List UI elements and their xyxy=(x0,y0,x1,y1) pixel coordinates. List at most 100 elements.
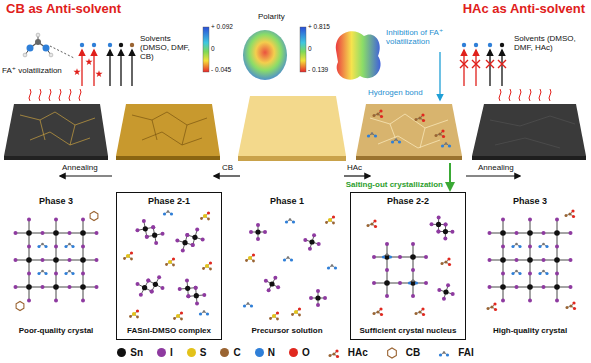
annealing-arrow xyxy=(466,175,520,176)
atom xyxy=(303,238,307,242)
atom xyxy=(398,255,402,259)
atom xyxy=(269,281,274,286)
hydrogen-link xyxy=(50,46,74,58)
atom xyxy=(415,281,418,284)
heat-wave xyxy=(549,89,551,101)
atom xyxy=(252,253,255,256)
legend-swatch xyxy=(289,348,298,357)
atom xyxy=(81,272,85,276)
atom xyxy=(500,43,504,47)
atom xyxy=(26,257,32,263)
atom xyxy=(136,316,139,319)
color-bar xyxy=(300,27,306,72)
atom xyxy=(256,223,260,227)
atom xyxy=(438,132,441,135)
atom xyxy=(185,233,189,237)
atom xyxy=(441,262,444,265)
atom xyxy=(191,243,195,247)
atom xyxy=(43,45,50,52)
block-cross xyxy=(472,60,480,68)
legend-text: CB xyxy=(406,347,420,358)
atom xyxy=(515,285,519,289)
atom xyxy=(27,218,31,222)
phase-panel: Phase 3Poor-quality crystal xyxy=(4,192,108,340)
atom xyxy=(430,222,434,226)
atom xyxy=(80,230,86,236)
legend-item: I xyxy=(157,347,173,358)
heat-wave xyxy=(59,89,61,101)
atom xyxy=(488,258,492,262)
heat-wave xyxy=(499,89,501,101)
atom xyxy=(269,317,272,320)
atom xyxy=(554,284,560,290)
atom xyxy=(448,263,451,266)
atom xyxy=(290,258,293,261)
atom xyxy=(334,266,337,269)
atom xyxy=(172,264,175,267)
atom xyxy=(170,212,173,215)
atom xyxy=(263,230,267,234)
atom xyxy=(500,230,506,236)
atom xyxy=(80,284,86,290)
step-label: CB xyxy=(222,163,233,172)
films xyxy=(4,96,586,161)
legend-item: CB xyxy=(382,346,420,360)
atom xyxy=(545,245,548,248)
crack xyxy=(20,112,95,145)
atom xyxy=(203,310,206,313)
atom xyxy=(175,238,179,242)
atom xyxy=(441,144,444,147)
atom xyxy=(157,275,161,279)
atom xyxy=(439,353,442,356)
atom xyxy=(309,239,314,244)
label-text: CB xyxy=(222,163,233,172)
atom xyxy=(500,284,506,290)
atom xyxy=(199,312,202,315)
legend-swatch xyxy=(117,348,126,357)
atom xyxy=(373,312,376,315)
atom xyxy=(411,294,415,298)
atom xyxy=(542,285,546,289)
atom xyxy=(126,254,130,258)
film xyxy=(116,104,220,156)
atom xyxy=(195,228,199,232)
atom xyxy=(71,272,74,275)
atom xyxy=(542,231,546,235)
atom xyxy=(172,257,175,260)
atom xyxy=(53,284,59,290)
atom xyxy=(488,285,492,289)
atom xyxy=(501,272,505,276)
atom xyxy=(315,295,320,300)
crystal-lattices xyxy=(14,209,577,320)
atom xyxy=(167,210,170,213)
legend-text: Sn xyxy=(130,347,143,358)
atom xyxy=(194,286,198,290)
label-text: HAc xyxy=(347,163,362,172)
label-text: Polarity xyxy=(258,12,285,21)
crack xyxy=(132,112,207,145)
atom xyxy=(139,293,143,297)
film xyxy=(356,104,462,156)
atom xyxy=(186,294,190,298)
atom xyxy=(132,312,136,316)
colorbar-value: 0 xyxy=(308,45,312,52)
atom xyxy=(391,140,394,143)
heat-wave xyxy=(519,89,521,101)
heat-wave xyxy=(29,89,31,101)
phase-panel: Phase 2-1FASnI-DMSO complex xyxy=(116,192,222,340)
atom xyxy=(367,134,370,137)
atom xyxy=(130,258,133,261)
atom xyxy=(490,305,493,308)
atom xyxy=(68,243,71,246)
atom xyxy=(542,243,545,246)
atom xyxy=(446,353,449,356)
film-edge xyxy=(116,156,220,160)
atom xyxy=(395,138,398,141)
atom xyxy=(554,230,560,236)
atom xyxy=(373,219,376,222)
atom xyxy=(151,225,155,229)
phase-panel: Phase 3High-quality crystal xyxy=(474,192,586,340)
section-title: CB as Anti-solvent xyxy=(6,2,121,17)
atom xyxy=(154,241,158,245)
label-text: CB as Anti-solvent xyxy=(6,1,121,16)
